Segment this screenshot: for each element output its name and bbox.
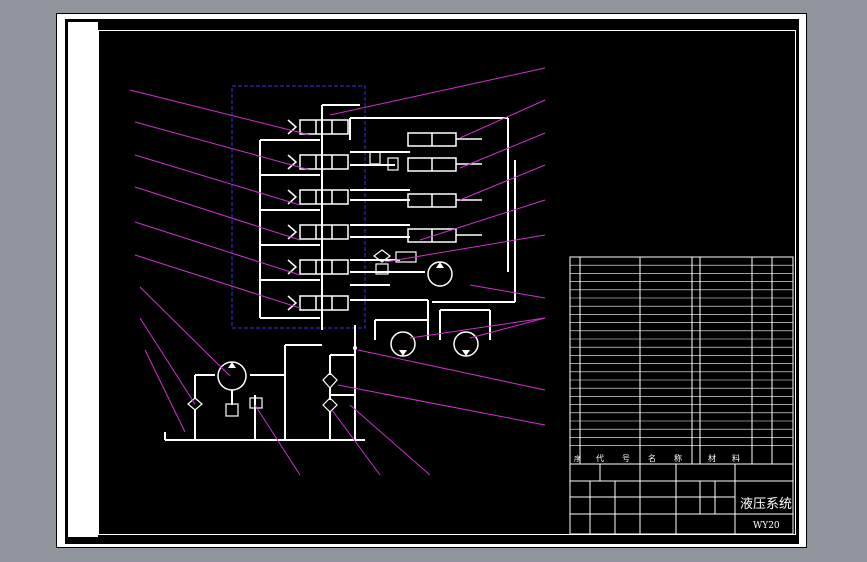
bom-header-number: 号	[622, 454, 630, 463]
directional-valves	[287, 119, 349, 311]
binding-margin	[68, 22, 98, 537]
bom-header-code: 代	[596, 453, 604, 463]
bom-header-name: 名	[648, 453, 656, 463]
bom-header-material: 材	[708, 453, 716, 463]
pipelines	[164, 104, 516, 441]
bom-header-seq: 序	[574, 454, 581, 463]
pump-arrows	[228, 262, 470, 368]
bom-header-material2: 料	[732, 453, 740, 463]
leader-lines	[129, 67, 546, 476]
bom-header-title: 称	[674, 453, 682, 463]
drawing-title: 液压系统	[740, 497, 792, 512]
bom-rows	[570, 264, 793, 446]
hydraulic-cylinders	[407, 132, 482, 243]
valve-block-outline	[231, 85, 366, 329]
title-block	[569, 463, 794, 535]
bom-table	[569, 256, 794, 465]
drawing-code: WY20	[753, 521, 780, 531]
drawing-frame	[98, 30, 796, 535]
